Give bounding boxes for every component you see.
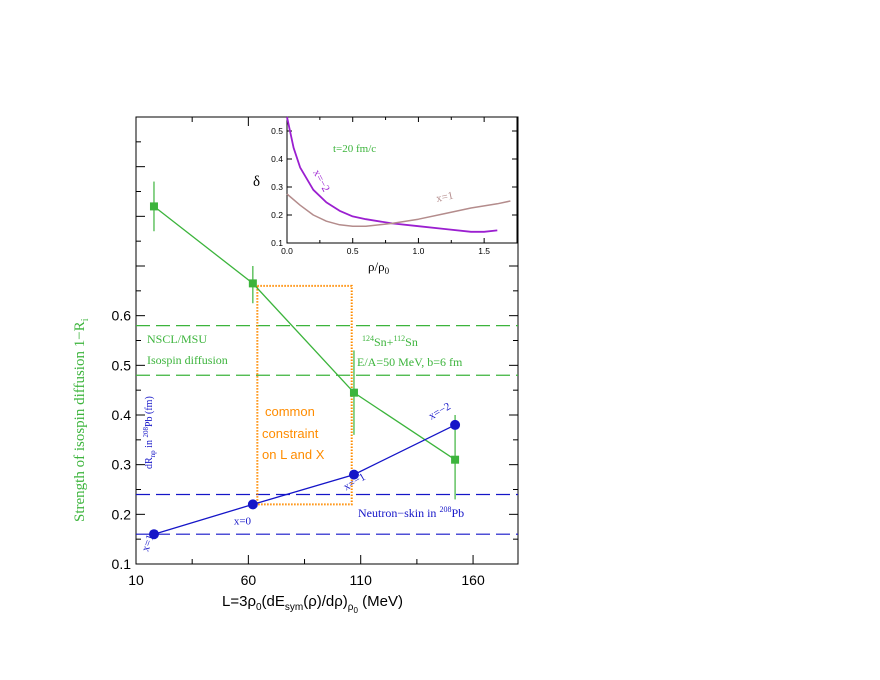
y-tick-label: 0.3 [112,457,132,473]
neutron-skin-label: Neutron−skin in 208Pb [358,505,464,520]
y-tick-label: 0.1 [112,556,132,572]
constraint-rectangle [256,284,353,506]
inset-series-curve [286,116,498,233]
x-tick-label: 110 [350,572,373,588]
y-tick-label: 0.4 [112,407,132,423]
main-x-label: L=3ρ0(dEsym(ρ)/dρ)ρ0 (MeV) [222,593,403,615]
data-point-square [149,202,158,211]
inset-x-tick-label: 1.0 [413,246,425,256]
data-point-square [248,279,257,288]
inset-x-tick-label: 1.5 [478,246,490,256]
point-label: x=1 [140,533,157,553]
inset-series-label: x=1 [435,190,454,205]
data-point-square [349,388,358,397]
inset-series-curve [286,193,511,227]
inset-plot-frame [286,116,518,244]
series-line [153,424,456,535]
inset-time-label: t=20 fm/c [333,143,376,155]
constraint-box [256,284,353,506]
series-line [153,205,456,461]
drnp-label: dRnp in 208Pb (fm) [142,396,157,469]
y-tick-label: 0.5 [112,357,132,373]
isospin-diffusion-label: Isospin diffusion [147,353,228,367]
inset-y-tick-label: 0.2 [271,210,283,220]
inset-y-tick-label: 0.5 [271,126,283,136]
constraint-label-2: constraint [262,426,319,441]
main-plot: 10 60 110 160 0.1 0.2 0.3 0.4 0.5 0.6 x=1 x=0 x=−1 x… [72,116,519,615]
y-tick-label: 0.6 [112,308,132,324]
inset-axis-ticks: 0.0 0.5 1.0 1.5 0.1 0.2 0.3 0.4 0.5 [271,117,517,256]
inset-x-tick-label: 0.5 [347,246,359,256]
data-point-square [451,455,460,464]
energy-label: E/A=50 MeV, b=6 fm [357,355,463,369]
nscl-label: NSCL/MSU [147,332,207,346]
inset-y-tick-label: 0.4 [271,154,283,164]
x-tick-label: 10 [128,572,144,588]
inset-y-label: δ [253,174,260,190]
inset-y-tick-label: 0.3 [271,182,283,192]
point-label: x=−1 [341,471,367,493]
constraint-label-3: on L and X [262,447,325,462]
data-point-circle [348,469,359,480]
point-label: x=−2 [427,400,453,422]
data-point-circle [148,529,159,540]
data-point-circle [247,499,258,510]
constraint-label-1: common [265,404,315,419]
data-point-circle [450,419,461,430]
inset-x-label: ρ/ρ0 [368,259,390,276]
main-y-label: Strength of isospin diffusion 1−Ri [72,318,91,522]
inset-y-tick-label: 0.1 [271,238,283,248]
inset-x-tick-label: 0.0 [281,246,293,256]
reaction-label: 124Sn+112Sn [362,334,418,349]
y-tick-label: 0.2 [112,506,132,522]
x-tick-label: 60 [241,572,257,588]
point-label: x=0 [234,515,252,527]
x-tick-label: 160 [461,572,485,588]
reference-lines [136,325,518,535]
